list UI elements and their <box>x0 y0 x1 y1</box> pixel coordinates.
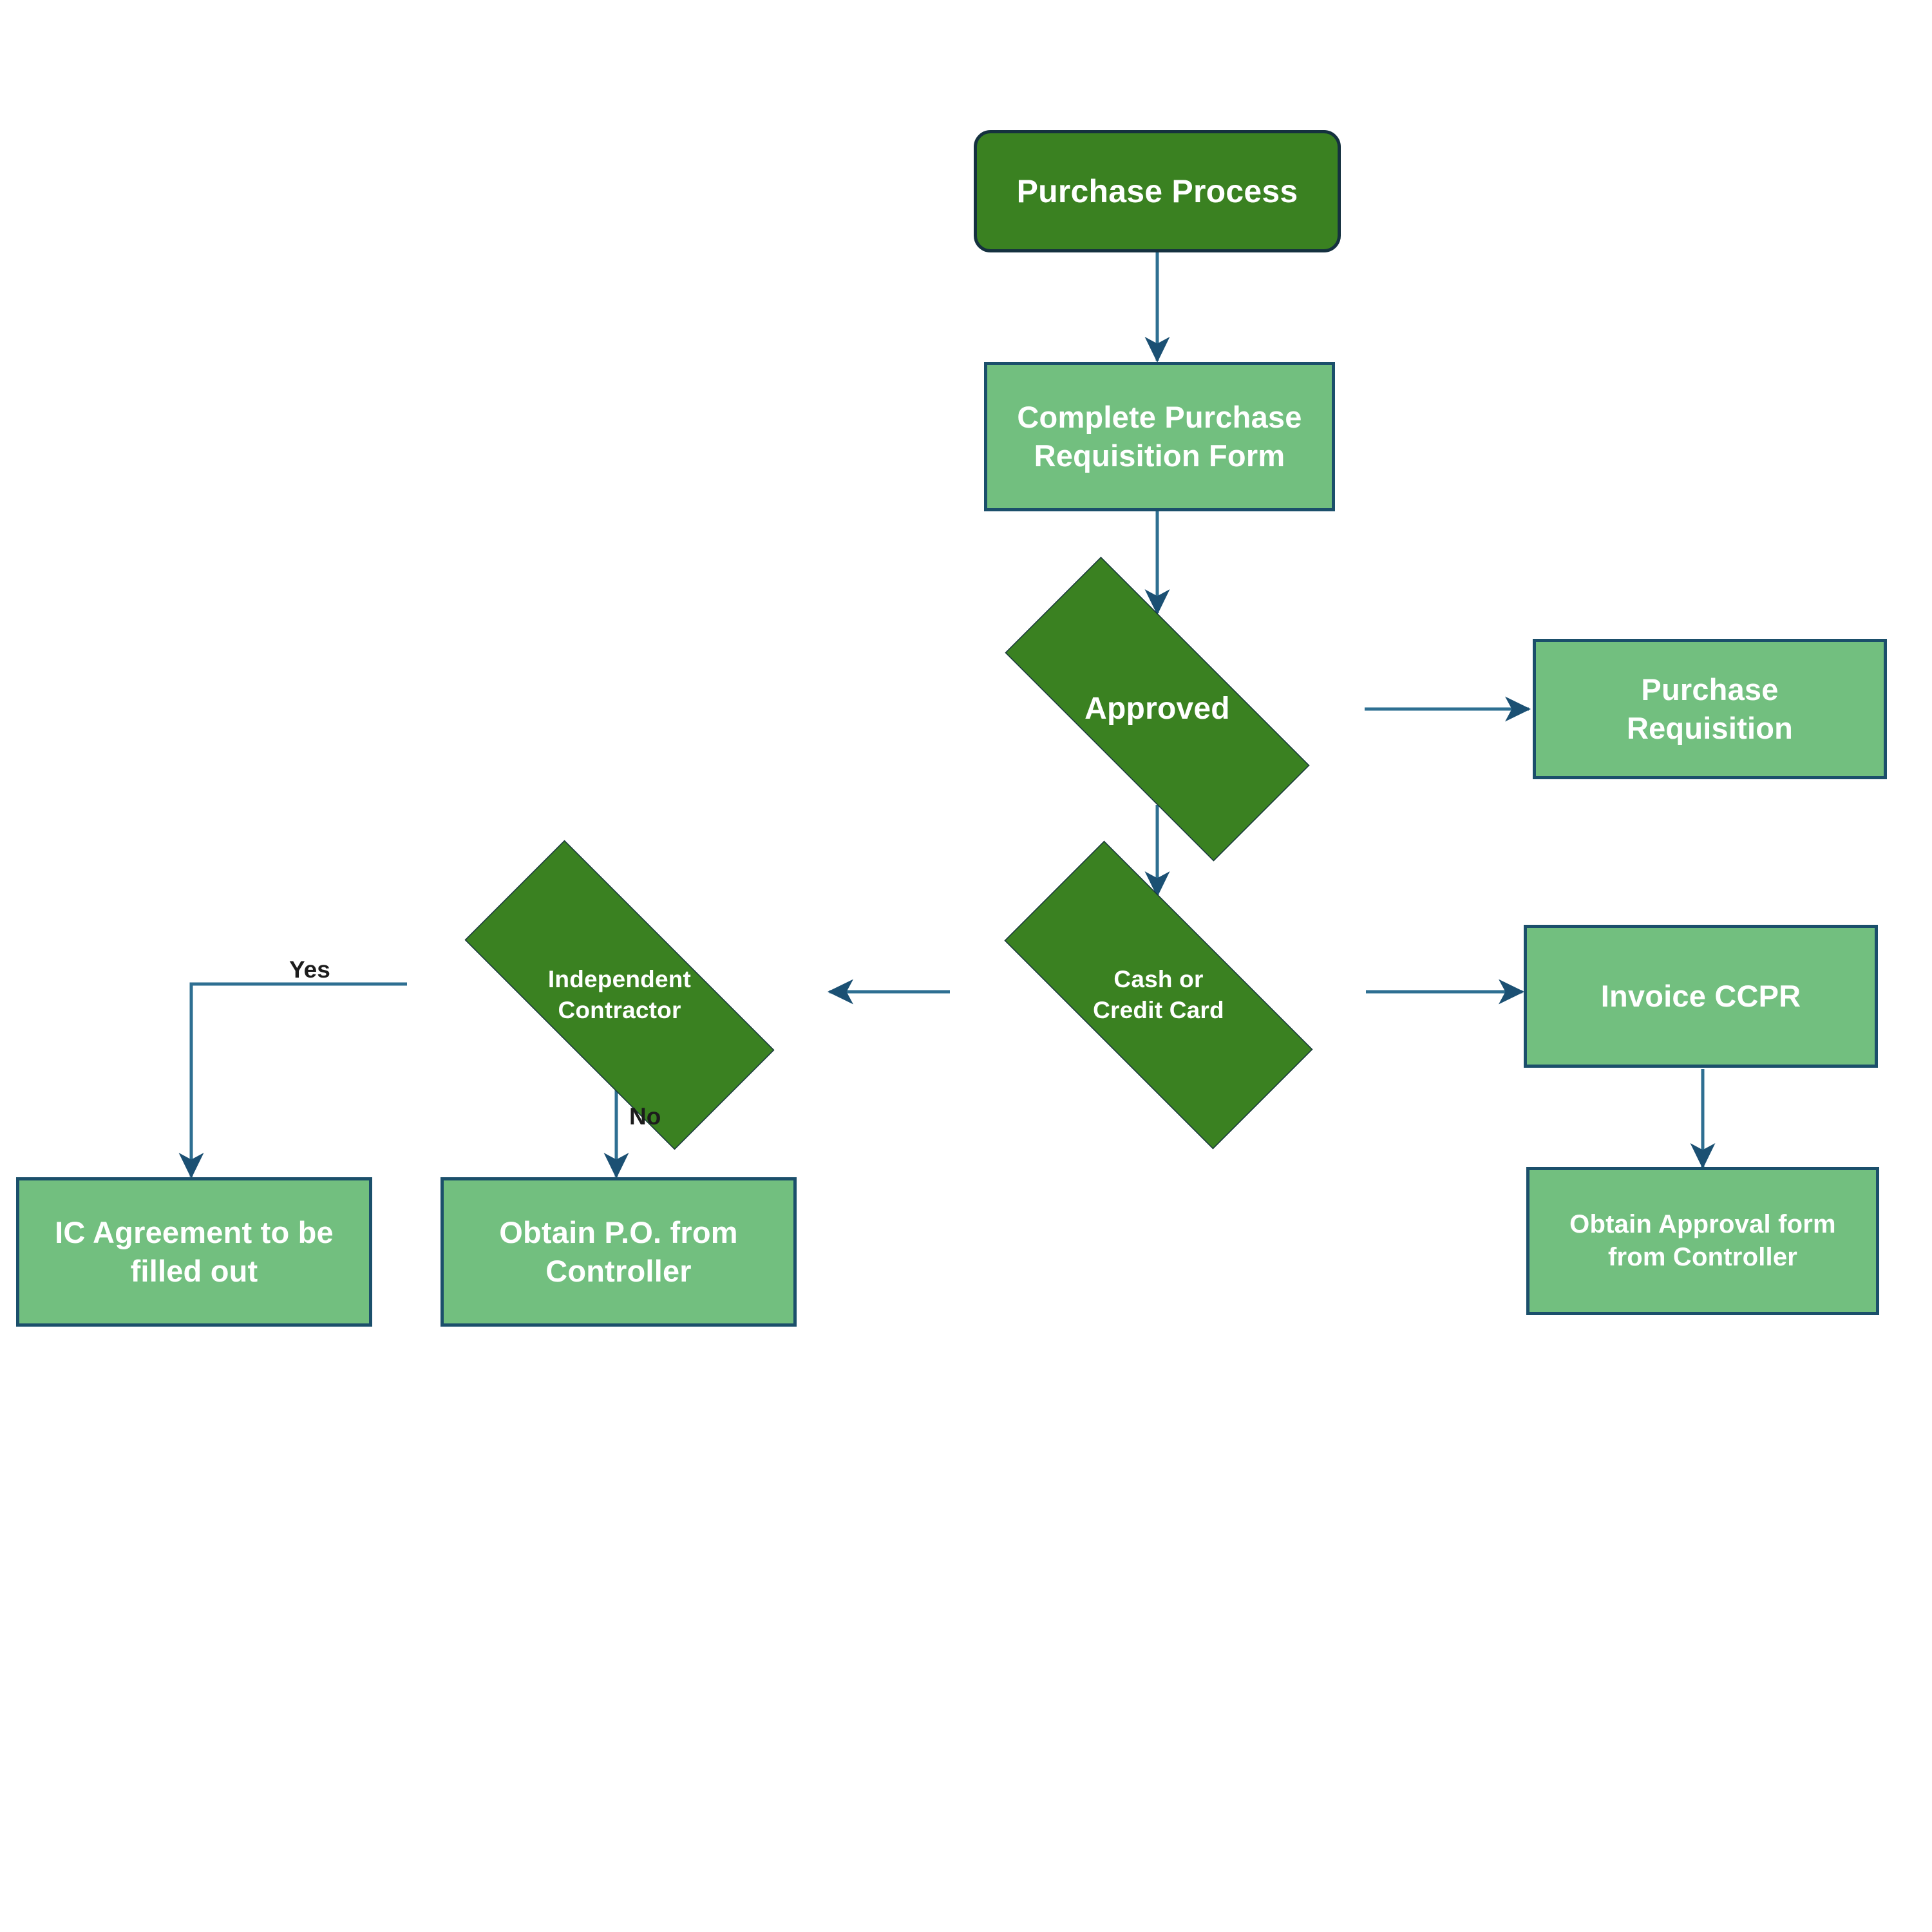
node-purchase-process[interactable]: Purchase Process <box>974 130 1341 252</box>
node-obtain-po[interactable]: Obtain P.O. from Controller <box>440 1177 797 1327</box>
node-label-line-2: Contractor <box>558 997 681 1023</box>
node-invoice-ccpr-label: Invoice CCPR <box>1600 978 1801 1013</box>
node-label-line-2: Requisition Form <box>1034 439 1285 473</box>
node-invoice-ccpr[interactable]: Invoice CCPR <box>1524 925 1878 1068</box>
node-label-line-2: Controller <box>545 1254 692 1288</box>
node-cash-or-credit-card-label: Cash or Credit Card <box>1004 964 1313 1026</box>
node-label-line-1: Purchase <box>1641 672 1779 706</box>
node-label-line-1: Cash or <box>1113 965 1204 992</box>
node-ic-agreement-label: IC Agreement to be filled out <box>55 1213 334 1291</box>
node-label-line-2: filled out <box>130 1254 258 1288</box>
node-independent-contractor-label: Independent Contractor <box>464 964 775 1026</box>
node-label-line-2: Requisition <box>1626 711 1794 745</box>
node-label-line-1: Complete Purchase <box>1017 399 1302 434</box>
edge-label-no: No <box>629 1103 661 1130</box>
node-ic-agreement[interactable]: IC Agreement to be filled out <box>16 1177 372 1327</box>
node-approved[interactable]: Approved <box>949 556 1366 862</box>
node-purchase-requisition[interactable]: Purchase Requisition <box>1533 639 1887 779</box>
node-complete-purchase-requisition-form-label: Complete Purchase Requisition Form <box>1017 398 1302 475</box>
node-label-line-1: Obtain Approval form <box>1569 1209 1836 1238</box>
edge-label-yes: Yes <box>289 956 330 983</box>
node-cash-or-credit-card[interactable]: Cash or Credit Card <box>950 840 1367 1150</box>
edge-independent-contractor-to-ic-agreement <box>178 982 407 1179</box>
node-obtain-approval[interactable]: Obtain Approval form from Controller <box>1526 1167 1879 1315</box>
node-obtain-po-label: Obtain P.O. from Controller <box>499 1213 738 1291</box>
node-purchase-process-label: Purchase Process <box>1016 173 1298 209</box>
node-label-line-2: from Controller <box>1607 1243 1798 1271</box>
node-approved-label: Approved <box>1084 691 1230 726</box>
node-purchase-requisition-label: Purchase Requisition <box>1627 670 1793 748</box>
node-complete-purchase-requisition-form[interactable]: Complete Purchase Requisition Form <box>984 362 1335 511</box>
node-label-line-1: Obtain P.O. from <box>499 1215 738 1249</box>
node-label-line-1: IC Agreement to be <box>55 1215 334 1249</box>
node-independent-contractor[interactable]: Independent Contractor <box>410 840 829 1150</box>
node-obtain-approval-label: Obtain Approval form from Controller <box>1569 1208 1836 1274</box>
node-label-line-2: Credit Card <box>1093 997 1224 1023</box>
node-label-line-1: Independent <box>547 965 692 992</box>
